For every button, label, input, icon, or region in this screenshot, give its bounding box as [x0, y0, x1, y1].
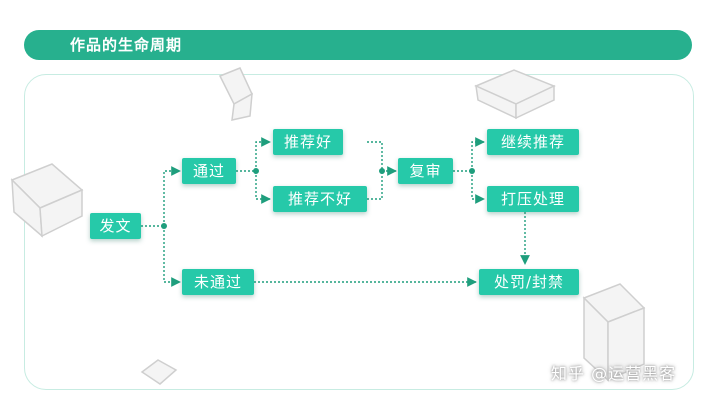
connector-to-continue	[471, 137, 485, 171]
junction-dot-merge	[379, 168, 385, 174]
connector-bad-merge	[367, 171, 383, 200]
connector-to-pass	[163, 166, 181, 226]
junction-dot-pass	[253, 168, 259, 174]
node-suppress: 打压处理	[487, 186, 579, 212]
connector-to-fail	[163, 226, 181, 287]
diagram-frame	[24, 74, 694, 390]
node-continue-recommend: 继续推荐	[487, 129, 579, 155]
connector-to-good	[255, 137, 271, 171]
connector-good-merge	[367, 141, 383, 171]
node-fail: 未通过	[182, 269, 254, 295]
decorative-cube-bottom-right	[582, 283, 646, 382]
connector-to-bad	[255, 171, 271, 204]
decorative-strip-top	[218, 67, 253, 121]
node-publish: 发文	[90, 213, 141, 239]
node-review: 复审	[398, 158, 453, 184]
node-punish-ban: 处罚/封禁	[479, 269, 579, 295]
decorative-strip-bottom	[140, 359, 178, 385]
zhihu-watermark: 知乎 @运营黑客	[551, 364, 677, 383]
section-header: 作品的生命周期	[24, 30, 692, 60]
node-recommend-good: 推荐好	[273, 129, 343, 155]
node-recommend-bad: 推荐不好	[273, 186, 367, 212]
page-title: 作品的生命周期	[70, 36, 183, 54]
node-pass: 通过	[182, 158, 236, 184]
decorative-cube-top-right	[474, 69, 556, 120]
connector-to-suppress	[471, 171, 485, 204]
junction-dot-review	[469, 168, 475, 174]
decorative-cube-left	[10, 163, 84, 238]
junction-dot-publish	[161, 223, 167, 229]
